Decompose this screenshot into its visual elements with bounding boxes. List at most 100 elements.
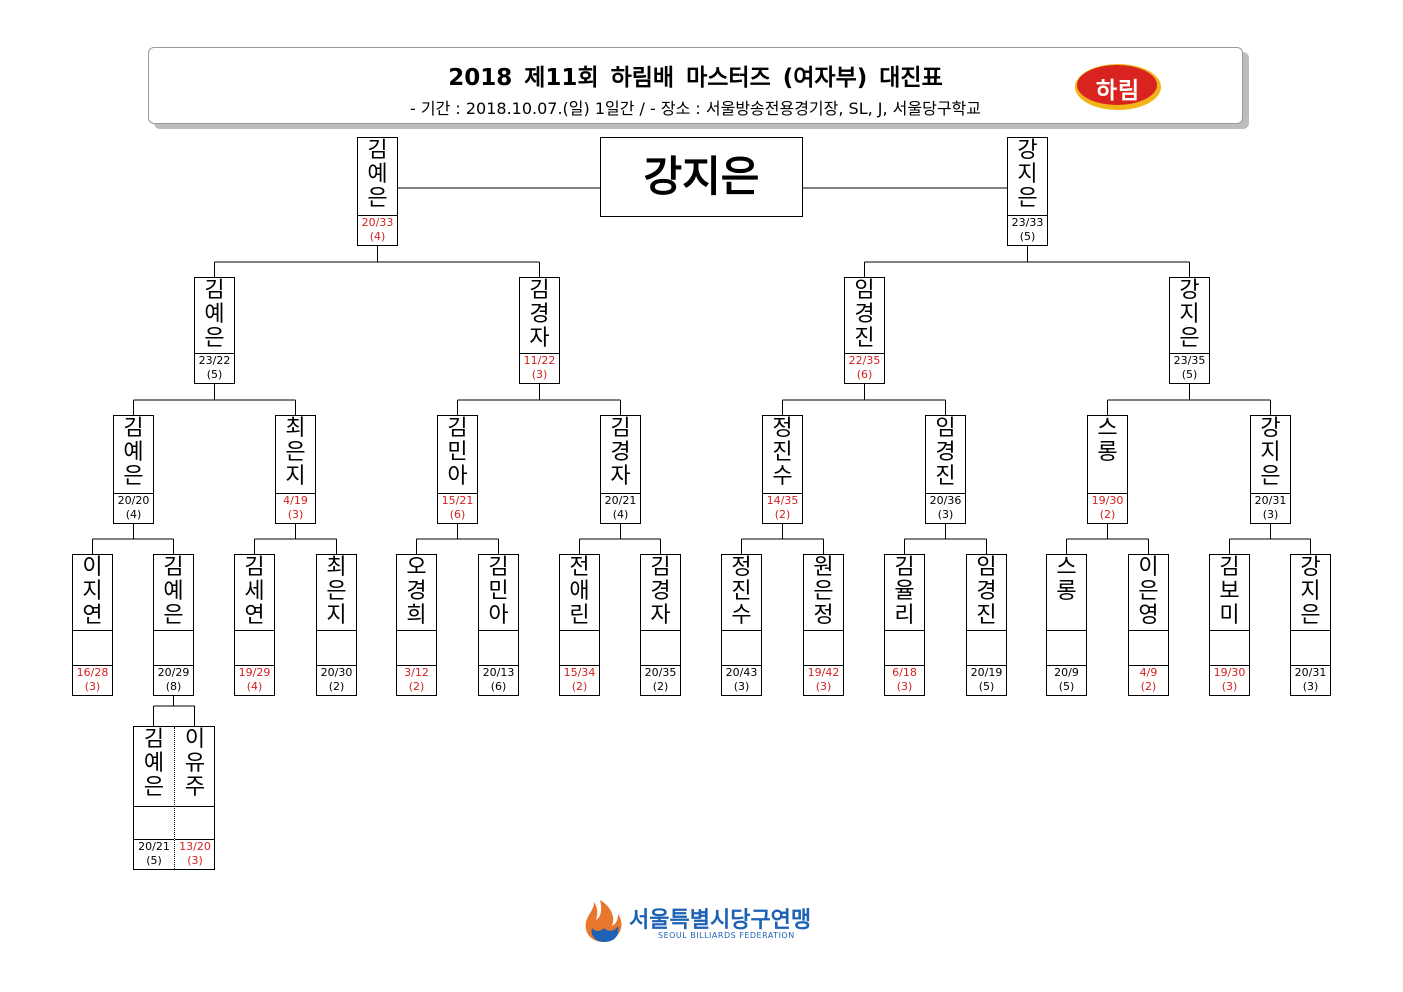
match-score: 20/21(5) (134, 839, 174, 869)
player-name-char: 이 (1138, 555, 1159, 580)
score-value: 19/29 (238, 666, 271, 679)
player-name-char: 경 (935, 440, 956, 465)
federation-logo: 서울특별시당구연맹 SEOUL BILLIARDS FEDERATION (582, 898, 832, 944)
player-name-char: 자 (650, 603, 671, 628)
player-name-char: 김 (367, 138, 388, 163)
inning-count: (4) (125, 508, 142, 521)
player-name-char: 오 (406, 555, 427, 580)
inning-count: (6) (449, 508, 466, 521)
score-divider (235, 630, 274, 631)
player-name-char: 김 (650, 555, 671, 580)
score-value: 16/28 (76, 666, 109, 679)
page-title: 2018 제11회 하림배 마스터즈 (여자부) 대진표 (448, 65, 943, 91)
player-name-char: 임 (935, 416, 956, 441)
player-name-char: 세 (244, 579, 265, 604)
player-name-char: 유 (184, 751, 206, 776)
inning-count: (3) (187, 854, 203, 867)
player-name-char: 최 (285, 416, 306, 441)
score-divider (560, 630, 599, 631)
player-name-char: 진 (935, 464, 956, 489)
match-score: 23/33(5) (1008, 215, 1047, 245)
player-name-char: 아 (488, 603, 509, 628)
score-value: 20/20 (117, 494, 150, 507)
score-value: 23/22 (198, 354, 231, 367)
match-score: 20/43(3) (722, 665, 761, 695)
match-score: 14/35(2) (763, 493, 802, 523)
score-divider (479, 630, 518, 631)
player-name-char: 임 (854, 278, 875, 303)
inning-count: (3) (896, 680, 913, 693)
match-score: 4/19(3) (276, 493, 315, 523)
inning-count: (5) (1019, 230, 1036, 243)
inning-count: (3) (815, 680, 832, 693)
match-score: 4/9(2) (1129, 665, 1168, 695)
player-name-char: 롱 (1097, 440, 1118, 465)
player-name-char: 김 (244, 555, 265, 580)
player-name-char: 예 (163, 579, 184, 604)
player-name-char: 이 (82, 555, 103, 580)
score-divider (722, 630, 761, 631)
score-divider (317, 630, 356, 631)
score-value: 19/30 (1091, 494, 1124, 507)
player-name-char: 임 (976, 555, 997, 580)
logo-text: 하림 (1095, 78, 1141, 104)
player-name-char: 은 (285, 440, 306, 465)
inning-count: (5) (146, 854, 162, 867)
federation-name: 서울특별시당구연맹 (629, 908, 812, 933)
match-score: 19/42(3) (804, 665, 843, 695)
player-name-char: 은 (1017, 186, 1038, 211)
match-score: 20/21(4) (601, 493, 640, 523)
player-name-char: 지 (1300, 579, 1321, 604)
player-name-char: 리 (894, 603, 915, 628)
match-score: 19/29(4) (235, 665, 274, 695)
inning-count: (4) (246, 680, 263, 693)
match-score: 19/30(3) (1210, 665, 1249, 695)
score-divider (641, 630, 680, 631)
player-name-char: 김 (894, 555, 915, 580)
federation-subtitle: SEOUL BILLIARDS FEDERATION (658, 931, 795, 940)
player-name-char: 김 (163, 555, 184, 580)
player-name-char: 경 (610, 440, 631, 465)
score-divider (804, 630, 843, 631)
score-value: 19/30 (1213, 666, 1246, 679)
harim-logo-icon (1075, 64, 1161, 110)
player-name-char: 지 (285, 464, 306, 489)
player-name-char: 경 (529, 302, 550, 327)
player-name-char: 예 (123, 440, 144, 465)
harim-logo: 하림 (1074, 62, 1162, 112)
match-score: 6/18(3) (885, 665, 924, 695)
match-score: 23/22(5) (195, 353, 234, 383)
player-name-char: 경 (650, 579, 671, 604)
player-name-char: 자 (610, 464, 631, 489)
score-value: 20/36 (929, 494, 962, 507)
score-value: 20/35 (644, 666, 677, 679)
player-name-char: 은 (163, 603, 184, 628)
player-name-char: 은 (204, 326, 225, 351)
player-name-char: 지 (326, 603, 347, 628)
player-name-char: 지 (82, 579, 103, 604)
inning-count: (2) (408, 680, 425, 693)
score-value: 11/22 (523, 354, 556, 367)
player-name-char: 경 (406, 579, 427, 604)
